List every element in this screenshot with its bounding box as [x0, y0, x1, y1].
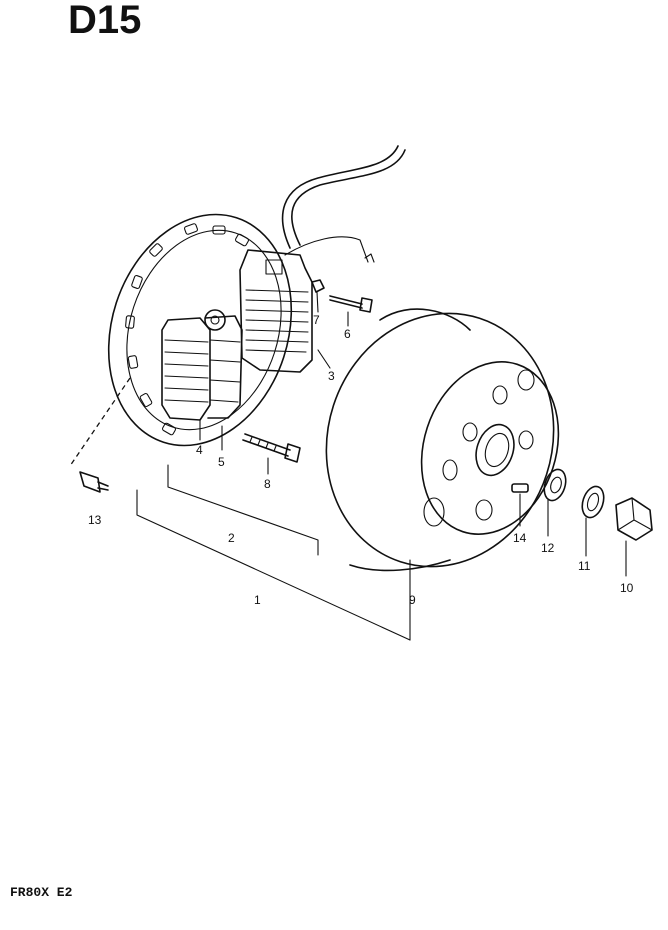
callout-3: 3 — [328, 369, 335, 383]
callout-8: 8 — [264, 477, 271, 491]
callout-12: 12 — [541, 541, 555, 555]
callout-7: 7 — [313, 313, 320, 327]
wire-harness — [281, 145, 406, 263]
flywheel-rotor — [325, 308, 560, 572]
lock-washer-11 — [581, 485, 605, 519]
callout-labels: 1 2 3 4 5 6 7 8 9 10 11 12 13 14 — [88, 313, 634, 607]
callout-5: 5 — [218, 455, 225, 469]
leader-lines — [69, 291, 627, 641]
callout-6: 6 — [344, 327, 351, 341]
screw-6 — [329, 295, 373, 313]
callout-13: 13 — [88, 513, 102, 527]
screw-13 — [79, 471, 109, 493]
callout-10: 10 — [620, 581, 634, 595]
washer-7 — [311, 279, 325, 293]
charging-coil — [161, 315, 243, 421]
screw-8 — [242, 433, 301, 463]
washer-12 — [543, 468, 567, 502]
callout-2: 2 — [228, 531, 235, 545]
callout-14: 14 — [513, 531, 527, 545]
ignition-coil — [239, 249, 313, 373]
model-code: FR80X E2 — [10, 885, 73, 900]
nut-10 — [615, 497, 653, 541]
callout-11: 11 — [578, 559, 591, 573]
stator-plate — [107, 213, 293, 447]
woodruff-key-14 — [511, 483, 529, 493]
callout-4: 4 — [196, 443, 203, 457]
callout-9: 9 — [409, 593, 416, 607]
callout-1: 1 — [254, 593, 261, 607]
section-code: D15 — [68, 0, 141, 42]
